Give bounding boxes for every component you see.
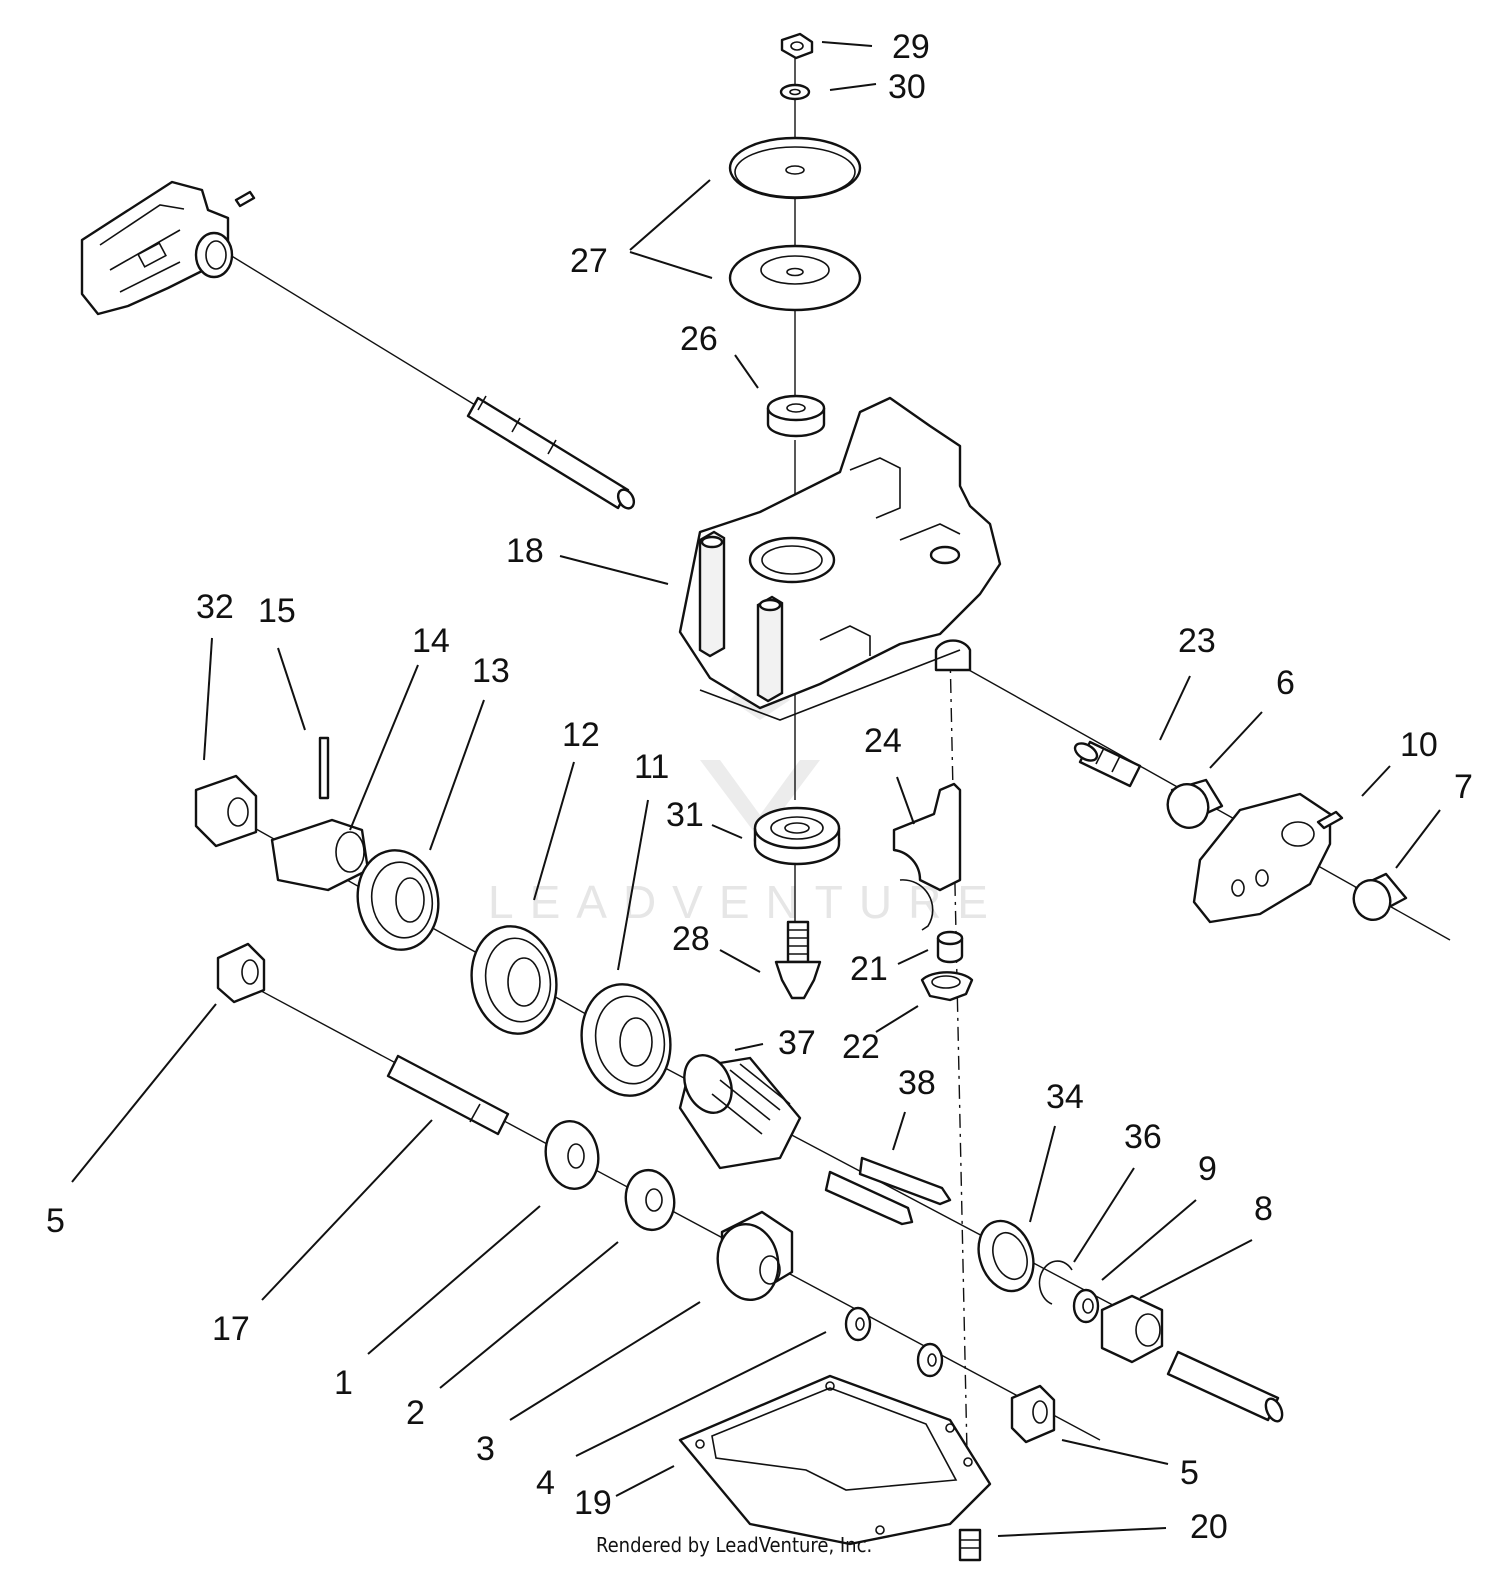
callout-labels: 29 30 27 26 18 32 15 14 13 12 11 31 28 2…: [46, 28, 1473, 1546]
axle-bracket-right: [1192, 792, 1332, 924]
ball-bearing-31: [753, 806, 841, 866]
output-shaft: [1166, 1350, 1284, 1423]
callout-31: 31: [666, 796, 704, 834]
callout-37: 37: [778, 1024, 816, 1062]
callout-8: 8: [1254, 1190, 1273, 1228]
worm-shaft-28: [774, 920, 822, 1000]
callout-14: 14: [412, 622, 450, 660]
nut-29: [780, 32, 814, 60]
retaining-ring-36: [1038, 1260, 1073, 1305]
bushing-32: [194, 774, 258, 848]
bushing-5-left: [216, 942, 266, 1004]
bushing-5-right: [1010, 1384, 1056, 1444]
key-38-upper: [858, 1156, 952, 1206]
callout-26: 26: [680, 320, 718, 358]
callout-13: 13: [472, 652, 510, 690]
callout-5-left: 5: [46, 1202, 65, 1240]
callout-15: 15: [258, 592, 296, 630]
spring-21: [936, 930, 964, 964]
screw-10: [1316, 810, 1344, 830]
callout-2: 2: [406, 1394, 425, 1432]
callout-21: 21: [850, 950, 888, 988]
housing-cover-19: [678, 1374, 992, 1546]
callout-11: 11: [634, 748, 669, 786]
render-credit: Rendered by LeadVenture, Inc.: [596, 1533, 872, 1557]
callout-29: 29: [892, 28, 930, 66]
callout-7: 7: [1454, 768, 1473, 806]
callout-18: 18: [506, 532, 544, 570]
watermark-text: LEADVENTURE: [488, 876, 1004, 928]
callout-38: 38: [898, 1064, 936, 1102]
callout-20: 20: [1190, 1508, 1228, 1546]
callout-23: 23: [1178, 622, 1216, 660]
callout-22: 22: [842, 1028, 880, 1066]
disc-27-upper: [728, 136, 862, 200]
gear-housing-18: [678, 396, 1002, 721]
callout-4: 4: [536, 1464, 555, 1502]
disc-27-lower: [728, 244, 862, 312]
callout-30: 30: [888, 68, 926, 106]
sleeve-14: [270, 818, 370, 892]
pin-15: [318, 736, 330, 800]
callout-3: 3: [476, 1430, 495, 1468]
shift-fork-24: [892, 782, 962, 931]
callout-36: 36: [1124, 1118, 1162, 1156]
gear-12: [470, 925, 558, 1035]
washer-4: [844, 1306, 872, 1342]
sleeve-23: [1073, 740, 1142, 788]
callout-34: 34: [1046, 1078, 1084, 1116]
drain-plug-20: [958, 1528, 982, 1562]
shaft-17: [386, 1054, 510, 1136]
gear-13: [356, 849, 440, 951]
shift-collar-22: [920, 971, 974, 1002]
bearing-34: [977, 1219, 1035, 1293]
callout-12: 12: [562, 716, 600, 754]
callout-10: 10: [1400, 726, 1438, 764]
bushing-26: [766, 394, 826, 438]
callout-17: 17: [212, 1310, 250, 1348]
axle-bracket-left: [80, 180, 256, 316]
lock-washer-30: [779, 83, 811, 101]
gear-3: [716, 1210, 794, 1301]
washer-9: [1072, 1288, 1100, 1324]
gear-2: [624, 1168, 676, 1232]
gear-11: [580, 983, 672, 1097]
callout-6: 6: [1276, 664, 1295, 702]
watermark: LEADVENTURE: [488, 670, 1004, 928]
washer-4b: [916, 1342, 944, 1378]
callout-9: 9: [1198, 1150, 1217, 1188]
callout-5-right: 5: [1180, 1454, 1199, 1492]
callout-19: 19: [574, 1484, 612, 1522]
leader-lines: [71, 41, 1441, 1537]
splined-hub-37: [678, 1054, 802, 1170]
callout-32: 32: [196, 588, 234, 626]
gear-1: [544, 1120, 600, 1190]
callout-28: 28: [672, 920, 710, 958]
callout-1: 1: [334, 1364, 353, 1402]
callout-27: 27: [570, 242, 608, 280]
callout-24: 24: [864, 722, 902, 760]
bushing-7: [1352, 872, 1408, 921]
key-38-lower: [824, 1170, 914, 1226]
bushing-8: [1100, 1294, 1164, 1364]
upper-drive-shaft: [466, 395, 636, 510]
bushing-6: [1166, 778, 1224, 829]
